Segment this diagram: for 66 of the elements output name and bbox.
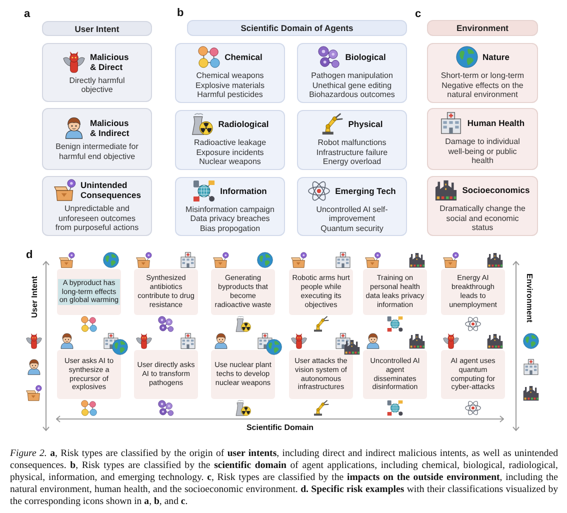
card-text: Unethical gene editing: [312, 80, 392, 90]
card-text: Pathogen manipulation: [311, 71, 393, 81]
card-text: Data privacy breaches: [190, 214, 270, 224]
card-text: Damage to individual well-being or public health: [444, 137, 521, 166]
category-card: [427, 176, 538, 236]
figure-caption: Figure 2. a, Risk types are classified by the origin of user intents, including direct and indirect malicious intents, as well as unintended consequences. b, Risk types are classified by the scientific domain of agent applications, including chemical, biological, radiological, physical, information, and emerging technology. c, Risk types are classified by the impacts on the outside environment, including the natural environment, human health, and the socioeconomic environment. d. Specific risk examples with their classifications visualized by the corresponding icons shown in a, b, and c.: [10, 448, 558, 508]
panel-letter: d: [26, 249, 33, 261]
card-text: Nuclear weapons: [199, 157, 261, 167]
card-text: Radioactive leakage: [194, 138, 266, 148]
card-text: Chemical weapons: [196, 71, 264, 81]
card-text: Dramatically change the social and economic status: [439, 204, 526, 233]
card-text: Uncontrolled AI self-improvement: [315, 204, 389, 224]
card-title: Biological: [345, 52, 386, 62]
card-title: Physical: [348, 119, 383, 130]
card-text: Directly harmful objective: [68, 76, 126, 94]
category-card: [427, 43, 538, 103]
category-card: [297, 177, 407, 236]
example-card: [363, 350, 427, 399]
category-card: [175, 177, 285, 236]
category-card: [42, 108, 152, 170]
card-text: Infrastructure failure: [316, 148, 388, 158]
card-title: Emerging Tech: [335, 186, 396, 196]
example-card: [57, 350, 121, 399]
category-header: Environment: [427, 20, 538, 36]
category-card: [42, 176, 152, 236]
card-text: Harmful pesticides: [197, 90, 263, 100]
panel-letter: a: [24, 8, 30, 20]
card-text: Misinformation campaign: [186, 204, 274, 214]
card-title: Nature: [482, 52, 510, 62]
card-title: Information: [220, 186, 267, 196]
card-title: Radiological: [218, 119, 269, 130]
card-text: Bias propogation: [200, 224, 260, 234]
category-header: Scientific Domain of Agents: [187, 20, 407, 36]
card-title: Unintended Consequences: [80, 180, 140, 200]
axis-label: Scientific Domain: [246, 423, 314, 432]
card-text: Exposure incidents: [196, 148, 264, 158]
card-text: Benign intermediate for harmful end objective: [55, 142, 139, 161]
category-card: [297, 110, 407, 170]
card-text: Unpredictable and unforeseen outcomes from purposeful actions: [55, 204, 139, 233]
category-header: User Intent: [42, 21, 152, 36]
card-text: Short-term or long-term Negative effects on the natural environment: [440, 71, 526, 100]
category-card: [175, 43, 285, 103]
category-card: [427, 108, 538, 170]
card-title: Human Health: [467, 118, 525, 128]
example-card: [211, 350, 275, 399]
example-card: [57, 269, 121, 315]
panel-letter: b: [177, 7, 184, 19]
example-card: [441, 269, 505, 315]
example-card: [441, 350, 505, 399]
panel-letter: c: [415, 8, 422, 20]
card-title: Chemical: [224, 52, 262, 62]
axis-label: User Intent: [30, 276, 39, 318]
card-text: Robot malfunctions: [318, 138, 386, 148]
axis-label: Environment: [525, 274, 534, 322]
card-title: Malicious & Indirect: [90, 118, 130, 138]
card-text: Quantum security: [320, 224, 384, 234]
example-card: [289, 350, 353, 399]
category-card: [297, 43, 407, 103]
card-text: Explosive materials: [196, 80, 264, 90]
category-card: [175, 110, 285, 170]
card-text: Biohazardous outcomes: [309, 90, 395, 100]
card-title: Socioeconomics: [462, 185, 530, 196]
example-card: [134, 350, 198, 399]
card-text: Energy overload: [322, 157, 382, 167]
card-title: Malicious & Direct: [90, 52, 130, 72]
category-card: [42, 43, 152, 102]
